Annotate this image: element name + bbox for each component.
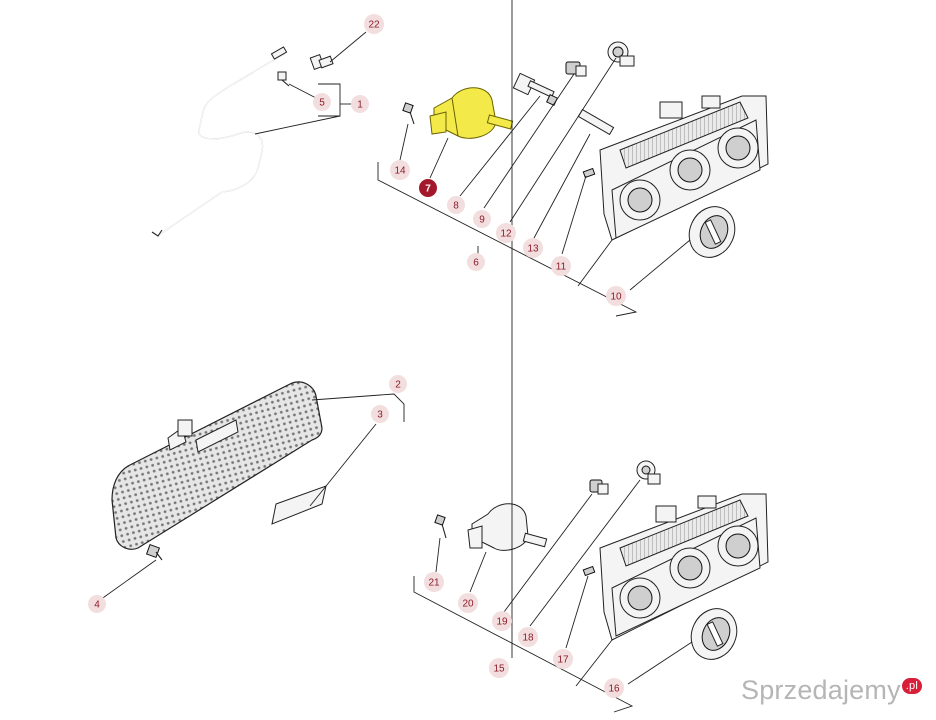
callout-22: 22 bbox=[364, 14, 384, 34]
callout-21: 21 bbox=[424, 572, 444, 592]
callout-9: 9 bbox=[473, 210, 491, 228]
svg-text:20: 20 bbox=[462, 599, 474, 610]
svg-text:17: 17 bbox=[557, 655, 569, 666]
connector-part-9 bbox=[565, 61, 587, 77]
callout-17: 17 bbox=[553, 649, 573, 669]
bulb-holder-part-8 bbox=[512, 72, 558, 106]
callout-18: 18 bbox=[518, 627, 538, 647]
svg-text:9: 9 bbox=[479, 215, 485, 226]
callout-7: 7 bbox=[419, 179, 437, 197]
svg-text:5: 5 bbox=[319, 98, 325, 109]
lamp-socket-part-18 bbox=[636, 460, 661, 485]
svg-text:12: 12 bbox=[500, 229, 512, 240]
callout-12: 12 bbox=[496, 223, 516, 243]
clip-part-17 bbox=[582, 565, 596, 577]
svg-text:8: 8 bbox=[453, 201, 459, 212]
screw-part-4 bbox=[145, 543, 163, 561]
callout-1: 1 bbox=[351, 95, 369, 113]
clip-part-11 bbox=[582, 167, 596, 179]
callout-19: 19 bbox=[492, 611, 512, 631]
callout-6: 6 bbox=[467, 253, 485, 271]
svg-text:10: 10 bbox=[610, 292, 622, 303]
callout-15: 15 bbox=[489, 658, 509, 678]
lamp-socket-part-12 bbox=[607, 41, 635, 67]
screw-part-14 bbox=[402, 102, 415, 125]
watermark-text: Sprzedajemy bbox=[741, 675, 901, 705]
callout-3: 3 bbox=[371, 405, 389, 423]
svg-text:7: 7 bbox=[425, 184, 431, 195]
label-part-3 bbox=[271, 485, 327, 525]
svg-text:18: 18 bbox=[522, 633, 534, 644]
svg-text:11: 11 bbox=[556, 262, 567, 273]
callout-13: 13 bbox=[523, 238, 543, 258]
clip-part-5 bbox=[277, 71, 290, 87]
svg-text:4: 4 bbox=[94, 600, 100, 611]
svg-text:1: 1 bbox=[357, 100, 363, 111]
svg-text:22: 22 bbox=[368, 20, 380, 31]
callout-14: 14 bbox=[390, 160, 410, 180]
svg-text:14: 14 bbox=[394, 166, 406, 177]
control-panel-top bbox=[599, 95, 769, 241]
callout-20: 20 bbox=[458, 593, 478, 613]
svg-text:16: 16 bbox=[608, 684, 620, 695]
callout-10: 10 bbox=[606, 286, 626, 306]
watermark-badge: .pl bbox=[901, 678, 922, 694]
blower-switch-part-7 bbox=[429, 87, 514, 139]
grille-panel bbox=[111, 381, 323, 550]
svg-text:15: 15 bbox=[493, 664, 505, 675]
callout-16: 16 bbox=[604, 678, 624, 698]
control-panel-bottom bbox=[599, 493, 769, 641]
knob-part-16 bbox=[690, 608, 738, 660]
knob-part-10 bbox=[688, 206, 736, 258]
bolt-part-22 bbox=[309, 54, 334, 70]
screw-part-21 bbox=[434, 514, 447, 539]
svg-text:3: 3 bbox=[377, 410, 383, 421]
callout-4: 4 bbox=[88, 595, 106, 613]
callout-5: 5 bbox=[313, 93, 331, 111]
svg-text:2: 2 bbox=[395, 380, 401, 391]
svg-text:19: 19 bbox=[496, 617, 508, 628]
connector-part-19 bbox=[589, 479, 609, 495]
pin-part-13 bbox=[577, 108, 615, 136]
callout-11: 11 bbox=[551, 256, 571, 276]
svg-text:6: 6 bbox=[473, 258, 479, 269]
callout-2: 2 bbox=[389, 375, 407, 393]
callout-8: 8 bbox=[447, 196, 465, 214]
watermark-logo: Sprzedajemy.pl bbox=[741, 675, 922, 706]
blower-switch-part-20 bbox=[467, 503, 548, 551]
control-cable bbox=[151, 46, 288, 237]
svg-text:13: 13 bbox=[527, 244, 539, 255]
svg-text:21: 21 bbox=[428, 578, 440, 589]
